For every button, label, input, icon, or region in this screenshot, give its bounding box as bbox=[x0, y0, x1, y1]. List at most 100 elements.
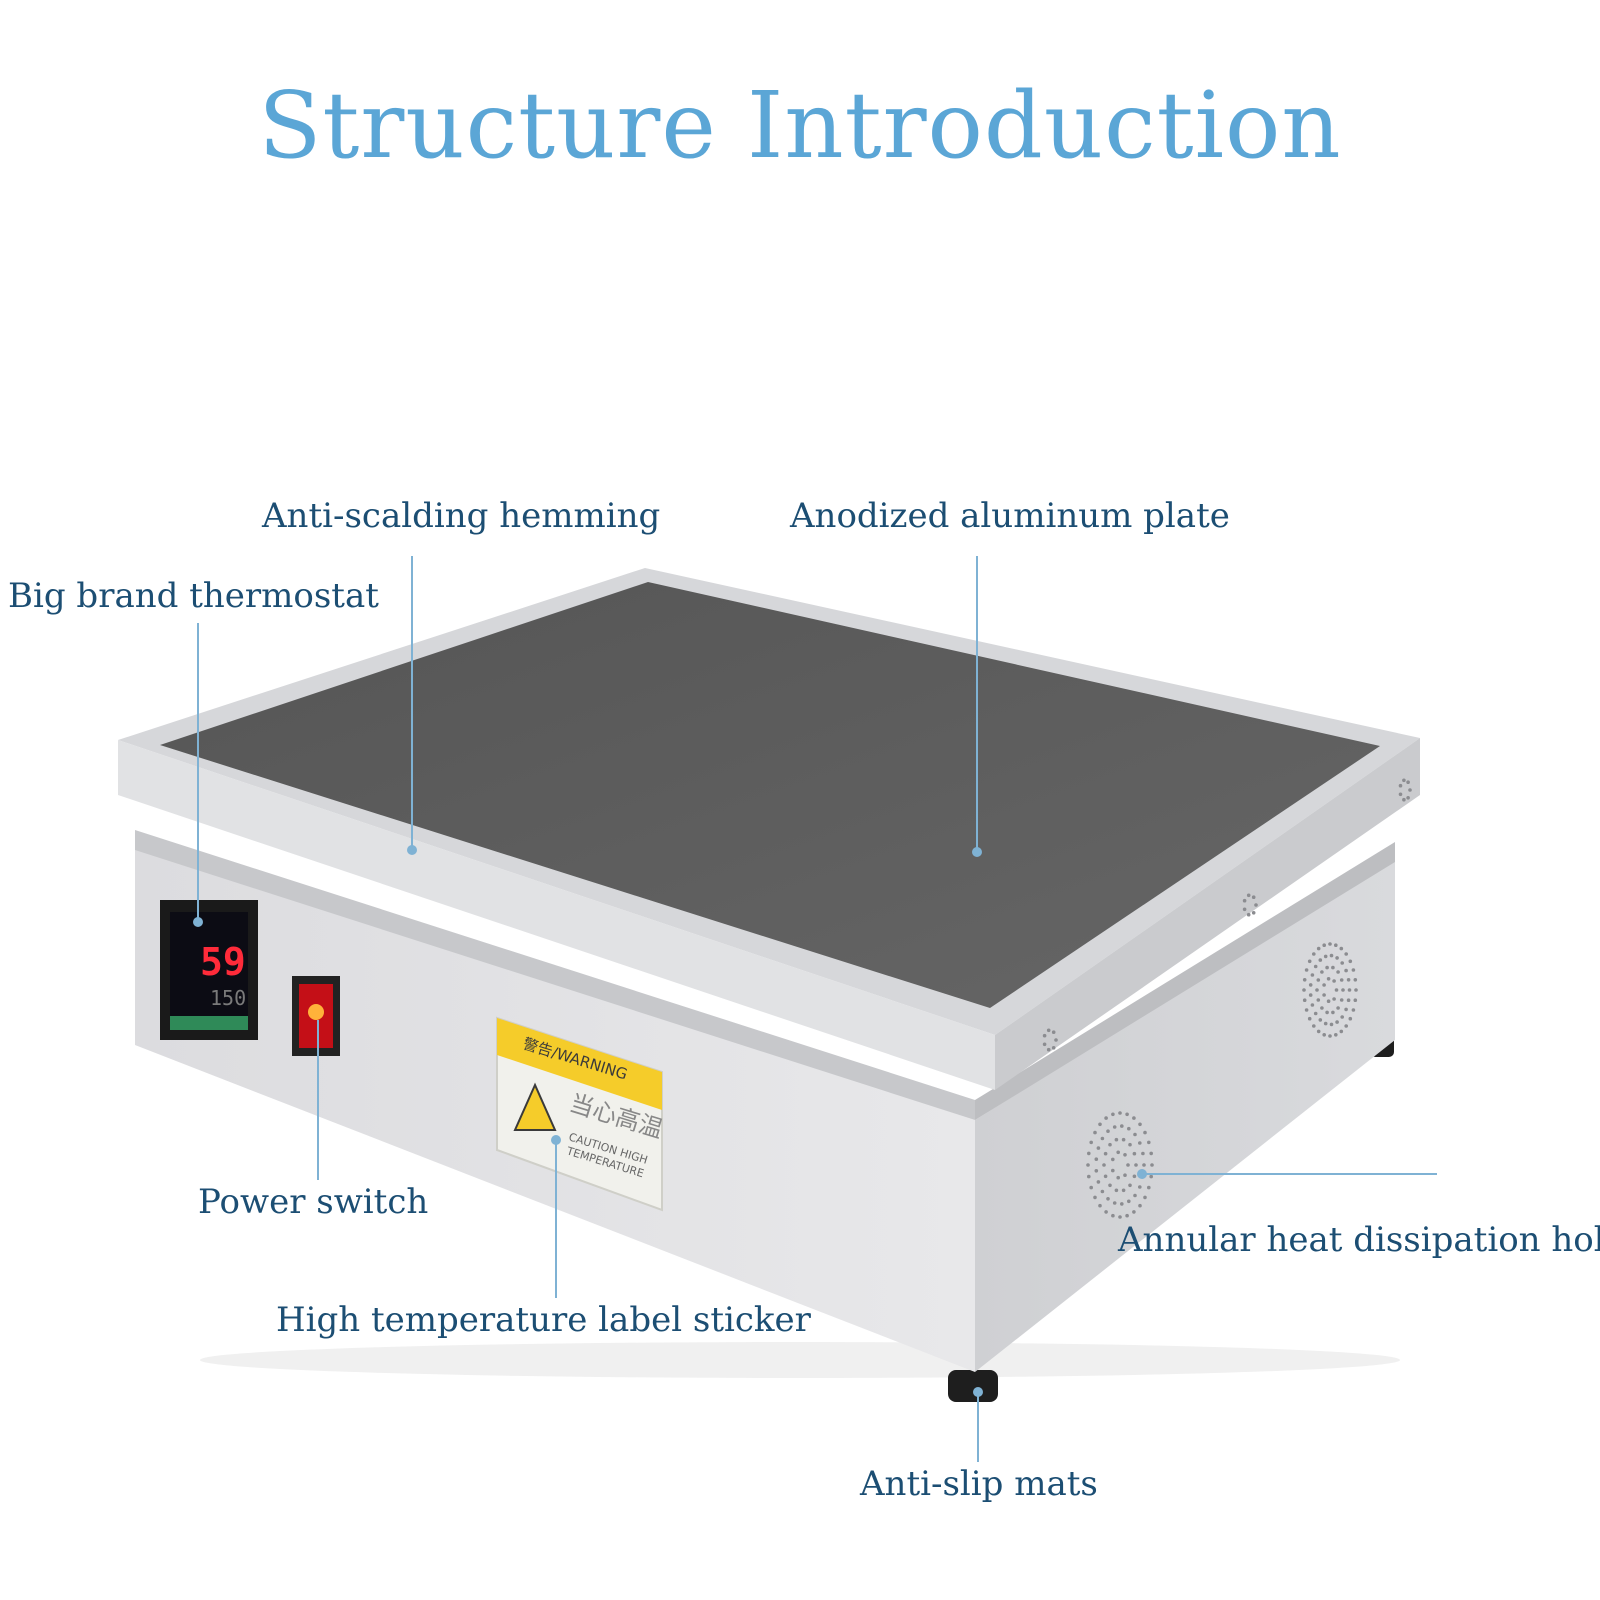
vent-hole bbox=[1328, 942, 1332, 946]
vent-hole bbox=[1120, 1124, 1124, 1128]
warning-sticker-header bbox=[497, 1018, 662, 1110]
vent-hole bbox=[1051, 1030, 1056, 1034]
vent-hole bbox=[1121, 1188, 1126, 1193]
vent-hole bbox=[1128, 1142, 1132, 1147]
vent-hole bbox=[1326, 977, 1331, 981]
vent-hole bbox=[1143, 1195, 1147, 1200]
vent-hole bbox=[1114, 1188, 1119, 1193]
vent-hole bbox=[1329, 953, 1334, 958]
vent-hole bbox=[1132, 1174, 1137, 1179]
vent-hole bbox=[1087, 1151, 1091, 1156]
vent-hole bbox=[1150, 1163, 1154, 1167]
vent-hole bbox=[1128, 1183, 1132, 1188]
vent-hole bbox=[1087, 1174, 1091, 1179]
page-title: Structure Introduction bbox=[258, 72, 1342, 179]
vent-hole bbox=[1304, 968, 1309, 972]
vent-hole bbox=[1351, 968, 1356, 972]
vent-hole bbox=[1318, 958, 1323, 962]
vent-hole bbox=[1141, 1151, 1145, 1156]
vent-hole bbox=[1344, 968, 1348, 973]
vent-hole bbox=[1339, 946, 1344, 951]
vent-hole bbox=[1123, 1153, 1127, 1157]
vent-hole bbox=[1125, 1213, 1129, 1218]
anti-slip-mat-foot bbox=[948, 1370, 998, 1402]
vent-hole bbox=[1313, 964, 1318, 969]
power-indicator-light bbox=[308, 1004, 324, 1020]
vent-hole bbox=[1353, 978, 1358, 982]
vent-hole bbox=[1089, 1140, 1093, 1145]
vent-hole bbox=[1138, 1203, 1142, 1208]
vent-hole bbox=[1302, 988, 1306, 992]
thermostat-screen bbox=[170, 912, 248, 1016]
vent-hole bbox=[1334, 1033, 1338, 1037]
vent-hole bbox=[1406, 780, 1410, 784]
vent-hole bbox=[1348, 1016, 1353, 1021]
vent-hole bbox=[1246, 893, 1251, 898]
vent-hole bbox=[1042, 1033, 1047, 1038]
vent-hole bbox=[1315, 988, 1319, 992]
vent-hole bbox=[1086, 1163, 1090, 1167]
vent-hole bbox=[1104, 1210, 1108, 1214]
vent-hole bbox=[1094, 1157, 1099, 1161]
vent-hole bbox=[1111, 1213, 1115, 1218]
vent-hole bbox=[1402, 778, 1406, 783]
vent-hole bbox=[1134, 1163, 1138, 1167]
vent-hole bbox=[1331, 965, 1335, 970]
vent-hole bbox=[1339, 998, 1344, 1002]
vent-hole bbox=[1340, 961, 1344, 965]
vent-hole bbox=[1123, 1173, 1127, 1177]
vent-hole bbox=[1102, 1163, 1106, 1167]
vent-hole bbox=[1331, 1010, 1335, 1015]
vent-hole bbox=[1096, 1180, 1101, 1184]
vent-hole bbox=[1351, 1008, 1356, 1012]
vent-hole bbox=[1142, 1163, 1146, 1167]
vent-hole bbox=[1051, 1046, 1056, 1050]
hemming-frame-side bbox=[995, 738, 1420, 1090]
vent-hole bbox=[1308, 993, 1313, 997]
vent-hole bbox=[1302, 998, 1307, 1002]
callout-thermostat: Big brand thermostat bbox=[8, 576, 379, 616]
vent-hole bbox=[1118, 1111, 1122, 1115]
vent-hole bbox=[1323, 954, 1328, 959]
vent-hole bbox=[1316, 998, 1321, 1002]
body-top-recess bbox=[135, 830, 975, 1120]
vent-hole bbox=[1341, 988, 1345, 992]
vent-hole bbox=[1320, 1006, 1324, 1010]
callout-plate: Anodized aluminum plate bbox=[790, 496, 1230, 536]
vent-hole bbox=[1353, 998, 1358, 1002]
vent-hole bbox=[1354, 988, 1358, 992]
vent-hole bbox=[1093, 1195, 1097, 1200]
vent-hole bbox=[1329, 1022, 1334, 1027]
vent-hole bbox=[1112, 1201, 1117, 1205]
vent-hole bbox=[1302, 978, 1307, 982]
vent-hole bbox=[1310, 1003, 1315, 1007]
vent-hole bbox=[1133, 1193, 1137, 1198]
vent-hole bbox=[1328, 1034, 1332, 1038]
vent-hole bbox=[1313, 1011, 1318, 1016]
vent-hole bbox=[1310, 973, 1315, 977]
vent-hole bbox=[1089, 1185, 1093, 1190]
vent-hole bbox=[1344, 1024, 1348, 1028]
vent-hole bbox=[1334, 943, 1338, 947]
vent-hole bbox=[1242, 898, 1247, 903]
vent-hole bbox=[1402, 797, 1406, 802]
vent-hole bbox=[1304, 1008, 1309, 1012]
vent-hole bbox=[1398, 792, 1403, 797]
vent-hole bbox=[1127, 1199, 1131, 1204]
vent-hole bbox=[1246, 912, 1251, 917]
vent-hole bbox=[1332, 997, 1336, 1001]
vent-hole bbox=[1108, 1183, 1112, 1188]
vent-hole bbox=[1100, 1136, 1105, 1141]
vent-hole bbox=[1318, 1018, 1323, 1022]
vent-hole bbox=[1108, 1142, 1112, 1147]
vent-hole bbox=[1046, 1028, 1051, 1033]
vent-hole bbox=[1106, 1197, 1110, 1201]
vent-hole bbox=[1098, 1203, 1102, 1208]
vent-hole bbox=[1116, 1175, 1120, 1180]
vent-hole bbox=[1344, 1007, 1348, 1012]
vent-hole bbox=[1347, 988, 1352, 992]
vent-hole bbox=[1100, 1189, 1105, 1194]
callout-mats: Anti-slip mats bbox=[860, 1464, 1098, 1504]
vent-hole bbox=[1326, 999, 1331, 1003]
vent-hole bbox=[1332, 979, 1336, 983]
